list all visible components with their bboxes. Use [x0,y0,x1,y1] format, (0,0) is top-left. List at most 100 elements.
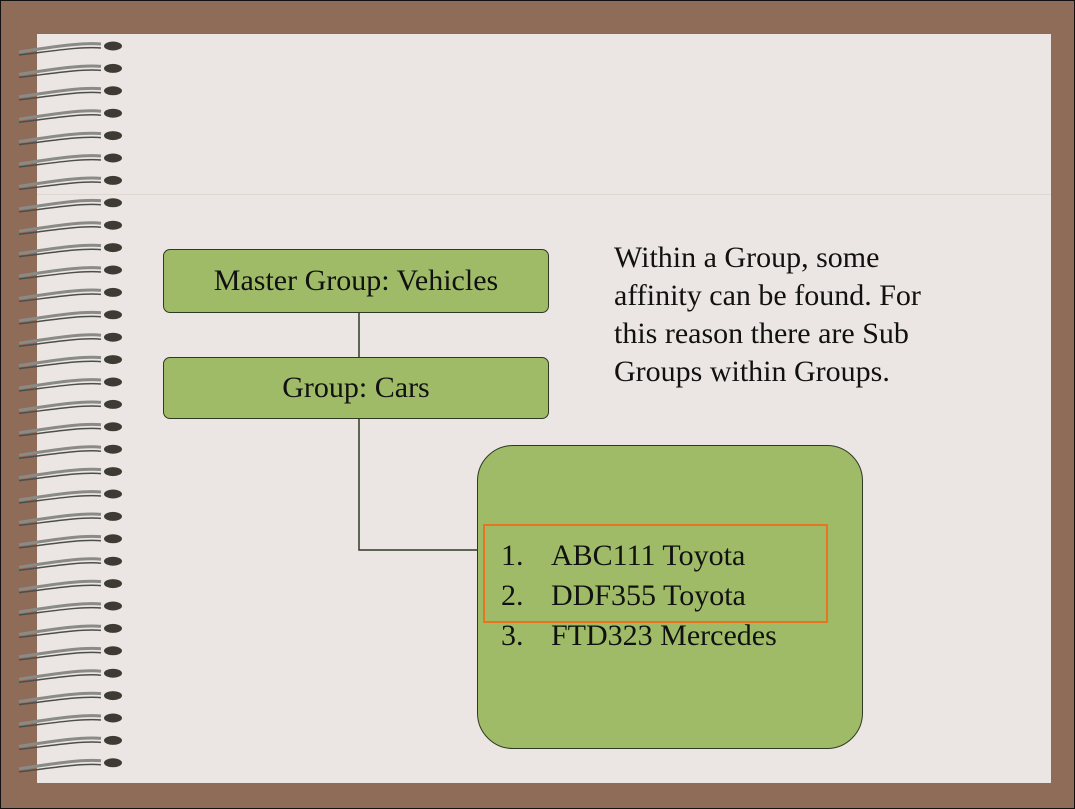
spiral-hole [104,467,122,477]
spiral-wire [18,109,102,121]
spiral-wire [18,624,102,636]
spiral-wire-shadow [18,450,102,459]
spiral-hole [104,691,122,701]
spiral-wire-shadow [18,382,102,392]
note-text: Within a Group, some affinity can be fou… [614,239,1014,391]
group-label: Group: Cars [282,371,430,404]
sub-group-node [477,445,863,749]
spiral-wire [18,198,102,211]
spiral-hole [104,41,122,51]
highlight-box [483,524,828,623]
spiral-wire [18,243,102,256]
spiral-wire-shadow [18,629,102,639]
spiral-wire [18,714,102,726]
spiral-hole [104,646,122,656]
spiral-wire-shadow [18,674,102,683]
spiral-wire [18,154,102,166]
spiral-hole [104,198,122,208]
spiral-hole [104,579,122,589]
list-item-number: 2. [501,579,524,612]
spiral-wire-shadow [18,584,102,594]
spiral-hole [104,332,122,342]
spiral-wire-shadow [18,427,102,437]
spiral-wire-shadow [18,517,102,527]
spiral-wire [18,512,102,524]
spiral-wire-shadow [18,606,102,616]
spiral-wire-shadow [18,248,102,258]
spiral-hole [104,63,122,73]
spiral-wire-shadow [18,338,102,347]
spiral-wire-shadow [18,651,102,661]
spiral-hole [104,534,122,544]
spiral-wire [18,310,102,323]
spiral-binding-icon [18,41,122,773]
spiral-wire [18,736,102,748]
list-item-text: ABC111 Toyota [551,539,746,572]
spiral-wire [18,422,102,435]
note-line: Groups within Groups. [614,355,890,388]
spiral-wire-shadow [18,360,102,370]
list-item-number: 3. [501,619,524,652]
spiral-hole [104,287,122,297]
spiral-wire [18,288,102,300]
spiral-wire-shadow [18,136,102,146]
spiral-wire [18,266,102,278]
spiral-wire-shadow [18,539,102,549]
spiral-hole [104,735,122,745]
master-group-node: Master Group: Vehicles [163,249,549,313]
spiral-wire-shadow [18,158,102,168]
spiral-wire [18,400,102,412]
sub-group-list: 1. ABC111 Toyota 2. DDF355 Toyota 3. FTD… [501,536,777,656]
spiral-wire [18,602,102,614]
spiral-wire-shadow [18,46,102,56]
spiral-wire [18,176,102,188]
spiral-wire [18,490,102,502]
spiral-wire [18,669,102,681]
spiral-wire-shadow [18,494,102,504]
note-line: affinity can be found. For [614,279,921,312]
list-item: 2. DDF355 Toyota [501,576,777,616]
spiral-hole [104,399,122,409]
spiral-hole [104,310,122,320]
spiral-hole [104,668,122,678]
list-item: 1. ABC111 Toyota [501,536,777,576]
spiral-wire-shadow [18,741,102,751]
spiral-wire-shadow [18,763,102,773]
spiral-hole [104,265,122,275]
spiral-wire [18,221,102,233]
spiral-hole [104,623,122,633]
spiral-wire [18,579,102,592]
spiral-hole [104,713,122,723]
spiral-wire-shadow [18,718,102,728]
spiral-hole [104,489,122,499]
spiral-hole [104,86,122,96]
spiral-wire [18,691,102,704]
group-node: Group: Cars [163,357,549,419]
spiral-hole [104,422,122,432]
spiral-wire-shadow [18,203,102,213]
spiral-wire-shadow [18,226,102,235]
spiral-hole [104,511,122,521]
spiral-wire-shadow [18,405,102,415]
spiral-hole [104,355,122,365]
list-item-text: DDF355 Toyota [551,579,746,612]
spiral-wire-shadow [18,315,102,325]
spiral-wire [18,378,102,390]
spiral-hole [104,243,122,253]
spiral-wire-shadow [18,91,102,101]
list-item: 3. FTD323 Mercedes [501,616,777,656]
list-item-text: FTD323 Mercedes [551,619,777,652]
spiral-wire-shadow [18,696,102,706]
spiral-wire [18,534,102,547]
spiral-wire-shadow [18,293,102,303]
note-line: Within a Group, some [614,241,880,274]
spiral-hole [104,556,122,566]
spiral-wire [18,131,102,144]
spiral-hole [104,175,122,185]
spiral-hole [104,153,122,163]
spiral-wire [18,64,102,76]
list-item-number: 1. [501,539,524,572]
spiral-hole [104,377,122,387]
spiral-hole [104,601,122,611]
master-group-label: Master Group: Vehicles [213,264,499,297]
